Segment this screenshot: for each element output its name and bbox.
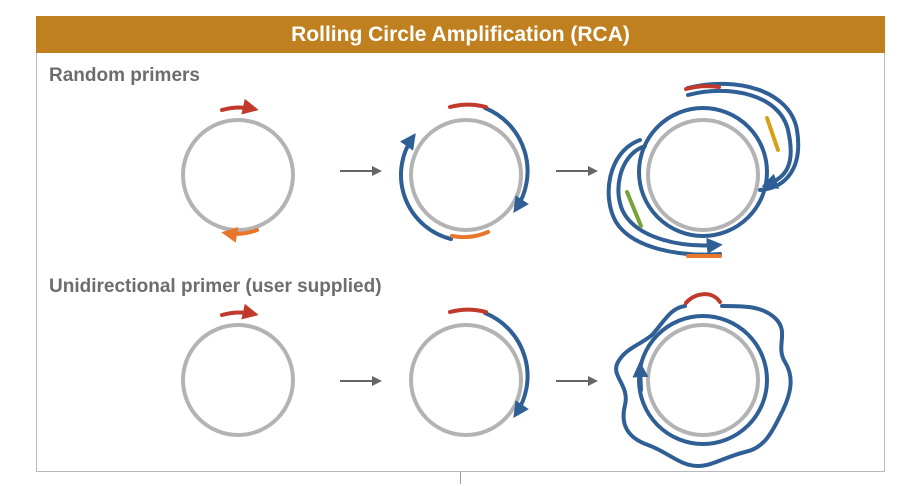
template-circle [409, 118, 523, 232]
reverse-primer [450, 230, 490, 240]
random-step-1 [181, 98, 295, 243]
template-circle [181, 323, 295, 437]
random-step-2 [398, 102, 530, 241]
displaced-strand-upper-inner [686, 81, 801, 192]
page-title: Rolling Circle Amplification (RCA) [36, 16, 885, 53]
uni-step-1 [181, 303, 295, 437]
synthesized-start-arrow [632, 361, 649, 392]
displaced-strand-upper [686, 88, 793, 189]
template-circle [181, 118, 295, 232]
template-circle [646, 323, 760, 437]
displaced-strand-lower [616, 144, 723, 254]
primer-gold [765, 116, 780, 152]
section-label-unidirectional-primer: Unidirectional primer (user supplied) [49, 276, 382, 297]
forward-primer [448, 307, 488, 314]
uni-step-3 [614, 292, 793, 469]
reverse-primer [221, 226, 259, 243]
section-label-random-primers: Random primers [49, 65, 200, 86]
synthesized-circle [637, 106, 769, 238]
template-circle [409, 323, 523, 437]
template-circle [646, 118, 760, 232]
extended-strand-left [398, 133, 453, 241]
forward-primer [220, 98, 259, 115]
uni-step-2 [409, 307, 530, 437]
primer-green [625, 190, 643, 228]
wavy-product-strand [614, 304, 793, 469]
extended-strand [483, 311, 530, 418]
primer-red [684, 84, 721, 91]
displaced-strand-lower-outer [606, 138, 722, 257]
forward-primer [448, 102, 488, 109]
synthesized-circle [637, 314, 769, 446]
random-step-3 [606, 81, 801, 258]
forward-primer [684, 292, 722, 305]
bottom-tick [460, 472, 461, 484]
forward-primer [220, 303, 259, 320]
extended-strand-right [483, 106, 530, 213]
